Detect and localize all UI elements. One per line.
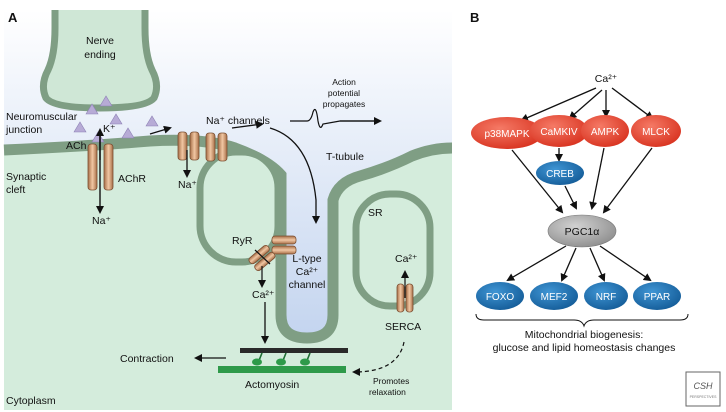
ca-ryr-label: Ca²⁺ bbox=[252, 289, 275, 301]
actomyosin-label: Actomyosin bbox=[245, 379, 299, 391]
nerve-ending bbox=[39, 10, 161, 112]
achr-label: AChR bbox=[118, 173, 146, 185]
na-to-ap-arrow bbox=[231, 120, 264, 129]
na-channels-label: Na⁺ channels bbox=[206, 115, 270, 127]
neuromuscular-junction-label-1: Neuromuscular bbox=[6, 111, 78, 123]
na-ion-mid-label: Na⁺ bbox=[178, 179, 197, 191]
ach-label: ACh bbox=[66, 140, 87, 152]
neuromuscular-junction-label-2: junction bbox=[5, 124, 42, 136]
sarcolemma bbox=[3, 134, 453, 344]
na-ion-bottom-label: Na⁺ bbox=[92, 215, 111, 227]
kinase-mlck: MLCK bbox=[631, 115, 681, 147]
nerve-ending-label-2: ending bbox=[84, 49, 116, 61]
action-potential-waveform bbox=[290, 108, 378, 128]
kinase-p38mapk: p38MAPK bbox=[471, 117, 543, 149]
sr-left bbox=[196, 148, 282, 266]
target-arrows bbox=[506, 245, 652, 282]
csh-perspectives-logo: CSH PERSPECTIVES bbox=[685, 371, 721, 407]
target-nrf: NRF bbox=[584, 282, 628, 310]
pgc1a-node: PGC1α bbox=[547, 214, 617, 248]
calcium-arrows bbox=[520, 87, 654, 122]
svg-text:p38MAPK: p38MAPK bbox=[484, 129, 529, 140]
panel-a-letter: A bbox=[8, 10, 18, 25]
svg-text:MEF2: MEF2 bbox=[541, 292, 568, 303]
calcium-label: Ca²⁺ bbox=[595, 73, 618, 85]
kinase-ampk: AMPK bbox=[581, 115, 629, 147]
panel-b: B Ca²⁺ p38MAPK CaMKIV AMPK MLCK bbox=[470, 10, 721, 407]
svg-text:CREB: CREB bbox=[546, 169, 574, 180]
svg-text:PGC1α: PGC1α bbox=[565, 226, 600, 238]
action-potential-label-3: propagates bbox=[323, 99, 366, 109]
achr-channel bbox=[87, 143, 114, 191]
svg-text:NRF: NRF bbox=[596, 292, 617, 303]
synaptic-cleft-label-1: Synaptic bbox=[6, 171, 46, 183]
promotes-relaxation-label-1: Promotes bbox=[373, 376, 409, 386]
svg-text:CaMKIV: CaMKIV bbox=[540, 127, 578, 138]
contraction-label: Contraction bbox=[120, 353, 174, 365]
target-mef2: MEF2 bbox=[530, 282, 578, 310]
relaxation-arrow bbox=[352, 341, 405, 376]
outcome-label-1: Mitochondrial biogenesis: bbox=[525, 329, 643, 341]
synaptic-cleft-label-2: cleft bbox=[6, 184, 25, 196]
action-potential-label-2: potential bbox=[328, 88, 360, 98]
outcome-label-2: glucose and lipid homeostasis changes bbox=[493, 342, 676, 354]
cytoplasm-label: Cytoplasm bbox=[6, 395, 56, 407]
serca-label: SERCA bbox=[385, 321, 421, 333]
pgc-arrows bbox=[511, 147, 653, 214]
svg-text:AMPK: AMPK bbox=[591, 127, 620, 138]
serca-channel bbox=[396, 283, 414, 313]
panel-a: A Nerve ending Neuromuscular junction K⁺… bbox=[3, 10, 453, 410]
svg-text:CSH: CSH bbox=[693, 381, 713, 391]
svg-text:MLCK: MLCK bbox=[642, 127, 670, 138]
svg-text:PPAR: PPAR bbox=[644, 292, 671, 303]
l-type-channel bbox=[271, 235, 297, 255]
ryr-link bbox=[254, 249, 271, 265]
outcome-brace bbox=[475, 313, 689, 328]
l-type-label-3: channel bbox=[289, 279, 326, 291]
action-potential-label-1: Action bbox=[332, 77, 356, 87]
actomyosin bbox=[218, 348, 348, 373]
promotes-relaxation-label-2: relaxation bbox=[369, 387, 406, 397]
kinase-camkiv: CaMKIV bbox=[530, 115, 588, 147]
ca-serca-label: Ca²⁺ bbox=[395, 253, 418, 265]
l-type-label-1: L-type bbox=[292, 253, 321, 265]
sr-label: SR bbox=[368, 207, 383, 219]
target-ppar: PPAR bbox=[633, 282, 681, 310]
k-ion-label: K⁺ bbox=[103, 123, 116, 135]
ach-molecules bbox=[73, 95, 159, 143]
svg-text:PERSPECTIVES: PERSPECTIVES bbox=[690, 395, 718, 399]
creb-node: CREB bbox=[536, 161, 584, 185]
t-tubule-arrow bbox=[269, 127, 320, 224]
ryr-label: RyR bbox=[232, 235, 253, 247]
t-tubule-label: T-tubule bbox=[326, 151, 364, 163]
l-type-label-2: Ca²⁺ bbox=[296, 266, 319, 278]
svg-text:FOXO: FOXO bbox=[486, 292, 515, 303]
target-foxo: FOXO bbox=[476, 282, 524, 310]
na-channels bbox=[177, 131, 228, 162]
panel-b-letter: B bbox=[470, 10, 479, 25]
ach-to-na-arrow bbox=[149, 125, 172, 135]
nerve-ending-label-1: Nerve bbox=[86, 35, 114, 47]
sr-right bbox=[352, 190, 434, 310]
